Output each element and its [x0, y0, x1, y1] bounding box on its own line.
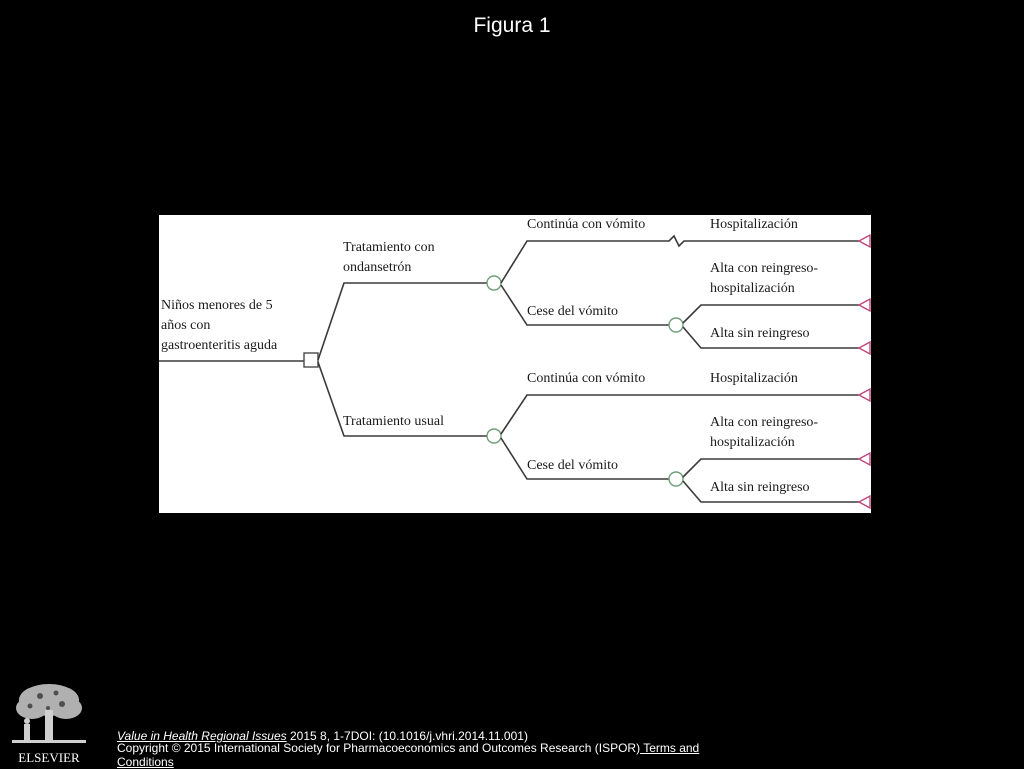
- top-continue-label: Continúa con vómito: [527, 217, 645, 232]
- citation-details: 2015 8, 1-7DOI: (10.1016/j.vhri.2014.11.…: [286, 729, 528, 743]
- bottom-continue-label: Continúa con vómito: [527, 371, 645, 386]
- decision-node: [303, 352, 319, 368]
- bottom-readmit-branch: [682, 458, 859, 478]
- arm-top-label: Tratamiento con ondansetrón: [343, 240, 438, 275]
- slide-title: Figura 1: [473, 14, 551, 37]
- root-label: Niños menores de 5 años con gastroenteri…: [161, 298, 278, 353]
- root-label-line-2: años con: [161, 318, 210, 333]
- arm-top-label-line-2: ondansetrón: [343, 260, 411, 275]
- top-cease-label: Cese del vómito: [527, 304, 618, 319]
- arm-bottom-label-line-1: Tratamiento usual: [343, 414, 444, 429]
- terminal-node-top-noreadmit: [857, 340, 871, 356]
- branch-to-top-arm: [317, 282, 487, 361]
- bottom-readmit-label: Alta con reingreso- hospitalización: [710, 415, 822, 450]
- top-noreadmit-branch: [682, 326, 859, 349]
- terminal-node-top-readmit: [857, 297, 871, 313]
- top-readmit-label-line-2: hospitalización: [710, 281, 795, 296]
- elsevier-logo: ELSEVIER: [10, 680, 88, 765]
- top-readmit-label: Alta con reingreso- hospitalización: [710, 261, 822, 296]
- arm-top-label-line-1: Tratamiento con: [343, 240, 435, 255]
- arm-bottom-label: Tratamiento usual: [343, 414, 444, 429]
- decision-tree-figure: Niños menores de 5 años con gastroenteri…: [159, 215, 871, 513]
- bottom-arm-chance-node: [486, 428, 502, 444]
- terminal-node-bottom-noreadmit: [857, 494, 871, 510]
- top-noreadmit-label: Alta sin reingreso: [710, 326, 810, 341]
- bottom-hosp-label: Hospitalización: [710, 371, 798, 386]
- top-readmit-branch: [682, 304, 859, 324]
- citation: Value in Health Regional Issues 2015 8, …: [117, 729, 528, 743]
- root-label-line-3: gastroenteritis aguda: [161, 338, 278, 353]
- bottom-readmit-label-line-2: hospitalización: [710, 435, 795, 450]
- bottom-readmit-label-line-1: Alta con reingreso-: [710, 415, 818, 430]
- bottom-noreadmit-label: Alta sin reingreso: [710, 480, 810, 495]
- terminal-node-bottom-hosp: [857, 387, 871, 403]
- terms-and-conditions-link[interactable]: Terms and Conditions: [117, 741, 700, 769]
- terminal-node-bottom-readmit: [857, 451, 871, 467]
- copyright-text: Copyright © 2015 International Society f…: [117, 741, 641, 755]
- decision-tree-svg: Niños menores de 5 años con gastroenteri…: [159, 217, 871, 510]
- top-continue-branch: [500, 234, 711, 284]
- top-hosp-label: Hospitalización: [710, 217, 798, 232]
- top-cease-branch: [500, 284, 669, 326]
- journal-link[interactable]: Value in Health Regional Issues: [117, 729, 287, 743]
- copyright-notice: Copyright © 2015 International Society f…: [117, 741, 727, 769]
- bottom-continue-branch: [500, 394, 859, 435]
- top-readmit-label-line-1: Alta con reingreso-: [710, 261, 818, 276]
- bottom-cease-label: Cese del vómito: [527, 458, 618, 473]
- bottom-noreadmit-branch: [682, 480, 859, 503]
- top-arm-chance-node: [486, 275, 502, 291]
- elsevier-wordmark: ELSEVIER: [18, 750, 80, 765]
- top-cease-chance-node: [668, 317, 684, 333]
- terminal-node-top-hosp: [857, 233, 871, 249]
- bottom-cease-branch: [500, 437, 669, 480]
- branch-to-bottom-arm: [317, 361, 487, 437]
- root-label-line-1: Niños menores de 5: [161, 298, 273, 313]
- bottom-cease-chance-node: [668, 471, 684, 487]
